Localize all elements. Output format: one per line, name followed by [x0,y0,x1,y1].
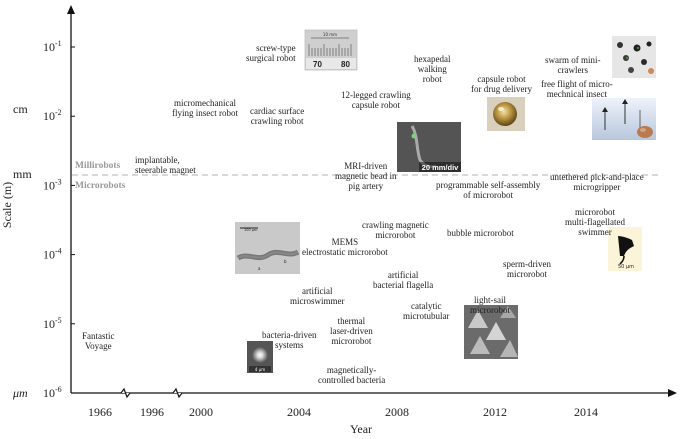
svg-text:50 μm: 50 μm [618,264,634,270]
svg-text:4 μm: 4 μm [255,367,265,372]
x-tick-label: 1966 [88,405,112,419]
millirobots-label: Millirobots [75,161,121,171]
x-ticks: 1966 1996 2000 2004 2008 2012 2014 [88,405,598,419]
svg-text:100 μm: 100 μm [244,228,258,232]
label-mini-crawlers: swarm of mini- crawlers [545,55,601,75]
y-tick-label: 10-4 [43,247,62,262]
label-hexapedal-robot: hexapedal walking robot [414,54,451,84]
mems-robot-photo: 100 μm a b [235,222,300,274]
unit-label-um: μm [13,386,28,400]
light-sail-photo [464,305,518,359]
label-mems-microrobot: MEMS electrostatic microrobot [302,237,388,257]
y-axis-arrow [67,5,75,14]
x-axis-title: Year [350,422,372,436]
label-cardiac-crawler: cardiac surface crawling robot [250,106,305,126]
label-12-legged-capsule: 12-legged crawling capsule robot [341,90,411,110]
x-tick-label: 2012 [483,405,507,419]
x-tick-label: 2014 [574,405,598,419]
label-programmable-self-assembly: programmable self-assembly of microrobot [436,180,541,200]
svg-text:b: b [284,259,287,264]
label-artificial-microswimmer: artificial microswimmer [290,286,345,306]
label-bacteria-driven: bacteria-driven systems [262,330,317,350]
label-screw-robot: screw-type surgical robot [246,43,296,63]
svg-text:10 mm: 10 mm [323,32,337,37]
x-tick-label: 1996 [140,405,164,419]
label-bubble-microrobot: bubble microrobot [447,228,514,238]
y-tick-label: 10-5 [43,316,62,331]
mri-bead-photo: 20 mm/div [397,122,461,172]
label-pick-and-place: untethered pick-and-place microgripper [550,172,644,192]
y-ticks: 10-1 10-2 10-3 10-4 10-5 10-6 [43,39,75,400]
x-axis-arrow [668,389,677,397]
y-axis-title: Scale (m) [0,182,14,228]
svg-text:20 mm/div: 20 mm/div [422,163,460,172]
svg-text:70: 70 [313,60,322,69]
microrobots-label: Microrobots [75,181,126,191]
label-mri-bead: MRI-driven magnetic bead in pig artery [335,161,397,191]
label-magnetic-bacteria: magnetically- controlled bacteria [318,365,386,385]
axis-break-1 [120,387,131,399]
capsule-robot-photo [487,97,525,131]
label-flying-insect-robot: micromechanical flying insect robot [172,98,238,118]
label-sperm-driven: sperm-driven microrobot [503,259,551,279]
y-tick-label: 10-6 [43,385,62,400]
axis-break-2 [172,387,183,399]
y-tick-label: 10-3 [43,177,62,192]
label-capsule-drug-delivery: capsule robot for drug delivery [471,74,532,94]
label-bacterial-flagella: artificial bacterial flagella [373,270,434,290]
y-tick-label: 10-1 [43,39,62,54]
flying-insect-photo [592,98,656,140]
x-tick-label: 2004 [287,405,311,419]
svg-text:80: 80 [341,60,350,69]
label-micro-mechanical-insect: free flight of micro- mechnical insect [541,79,613,99]
label-thermal-laser: thermal laser-driven microrobot [330,316,373,346]
y-tick-label: 10-2 [43,108,62,123]
bacteria-photo: 4 μm [247,341,273,373]
multi-flagellated-swimmer-photo: 50 μm [608,227,642,271]
label-implantable-magnet: implantable, steerable magnet [135,155,196,175]
unit-label-mm: mm [13,167,32,181]
axes [67,5,677,399]
x-tick-label: 2008 [385,405,409,419]
label-fantastic-voyage: Fantastic Voyage [82,331,115,351]
label-crawling-magnetic: crawling magnetic microrobot [362,220,429,240]
svg-text:a: a [258,266,261,271]
unit-label-cm: cm [13,102,28,116]
label-light-sail: light-sail microrobot [470,295,510,315]
mini-crawler-swarm-photo [612,36,656,78]
label-multi-flagellated-swimmer: microrobot multi-flagellated swimmer [565,207,625,237]
x-tick-label: 2000 [189,405,213,419]
screw-robot-photo: 10 mm 70 80 [304,29,358,71]
label-catalytic-microtubular: catalytic microtubular [403,301,450,321]
